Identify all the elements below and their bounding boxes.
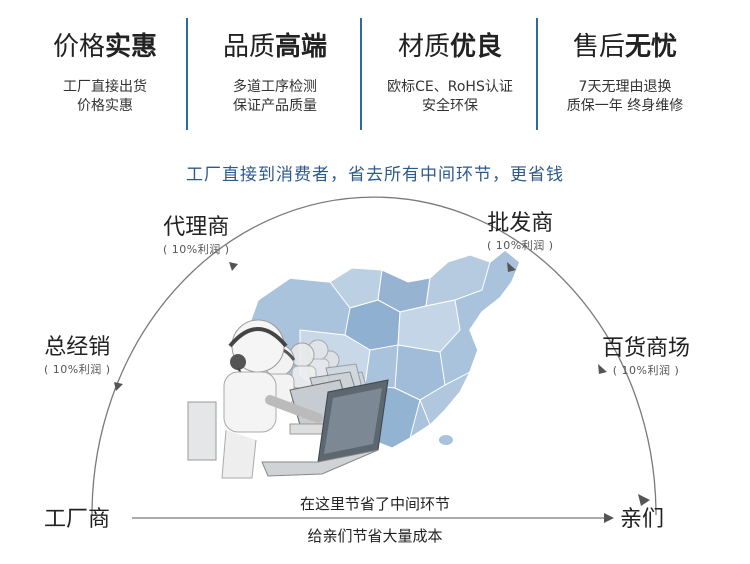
arrow-icon: [114, 382, 123, 391]
node-label: 总经销: [44, 335, 111, 360]
feature-price: 价格实惠 工厂直接出货 价格实惠: [15, 30, 195, 116]
feature-title: 材质优良: [360, 30, 540, 64]
node-factory: 工厂商: [44, 506, 110, 534]
arrow-icon: [598, 364, 607, 374]
divider: [186, 18, 188, 130]
feature-quality: 品质高端 多道工序检测 保证产品质量: [185, 30, 365, 116]
feature-desc-line: 工厂直接出货: [63, 79, 147, 95]
feature-title-prefix: 售后: [572, 32, 625, 62]
arrow-icon: [638, 494, 650, 506]
node-customers: 亲们: [620, 506, 664, 534]
feature-title-prefix: 价格: [52, 32, 105, 62]
feature-aftersales: 售后无忧 7天无理由退换 质保一年 终身维修: [535, 30, 715, 116]
feature-desc-line: 质保一年 终身维修: [566, 98, 684, 114]
arc-arrows: [114, 262, 650, 506]
feature-title-emphasis: 优良: [450, 32, 503, 62]
call-center-operators-graphic: [187, 319, 389, 479]
node-profit: ( 10%利润 ): [612, 364, 680, 377]
feature-desc-line: 保证产品质量: [233, 98, 317, 114]
feature-title-emphasis: 实惠: [105, 32, 158, 62]
feature-description: 多道工序检测 保证产品质量: [185, 78, 365, 116]
feature-title: 售后无忧: [535, 30, 715, 64]
node-label: 工厂商: [44, 507, 111, 532]
node-label: 亲们: [620, 507, 665, 532]
feature-desc-line: 价格实惠: [77, 98, 133, 114]
arrow-icon: [229, 262, 238, 271]
arrow-icon: [604, 513, 614, 523]
feature-title-emphasis: 高端: [275, 32, 328, 62]
feature-title-prefix: 品质: [222, 32, 275, 62]
chair-back: [187, 401, 217, 461]
feature-description: 工厂直接出货 价格实惠: [15, 78, 195, 116]
feature-title: 价格实惠: [15, 30, 195, 64]
arrow-icon: [507, 262, 516, 272]
node-label: 批发商: [487, 211, 554, 236]
node-wholesaler: 批发商 ( 10%利润 ): [487, 210, 554, 253]
node-profit: ( 10%利润 ): [163, 243, 230, 256]
feature-desc-line: 多道工序检测: [233, 79, 317, 95]
feature-title-prefix: 材质: [397, 32, 450, 62]
node-profit: ( 10%利润 ): [44, 363, 111, 376]
divider: [536, 18, 538, 130]
feature-title-emphasis: 无忧: [625, 32, 678, 62]
china-map-graphic: [249, 249, 521, 449]
node-agent: 代理商 ( 10%利润 ): [163, 214, 230, 257]
feature-description: 7天无理由退换 质保一年 终身维修: [535, 78, 715, 116]
node-distributor: 总经销 ( 10%利润 ): [44, 334, 111, 377]
bottom-caption-line2: 给亲们节省大量成本: [307, 527, 443, 545]
feature-title: 品质高端: [185, 30, 365, 64]
node-label: 代理商: [163, 215, 230, 240]
slogan: 工厂直接到消费者，省去所有中间环节，更省钱: [186, 165, 564, 185]
feature-desc-line: 欧标CE、RoHS认证: [387, 79, 513, 95]
feature-desc-line: 7天无理由退换: [578, 79, 672, 95]
node-profit: ( 10%利润 ): [487, 239, 554, 252]
feature-desc-line: 安全环保: [422, 98, 478, 114]
supply-arc: [91, 196, 657, 516]
feature-strip: 价格实惠 工厂直接出货 价格实惠 品质高端 多道工序检测 保证产品质量 材质优良…: [0, 0, 750, 140]
divider: [360, 18, 362, 130]
node-label: 百货商场: [602, 336, 691, 361]
node-department-store: 百货商场 ( 10%利润 ): [602, 335, 690, 378]
bottom-caption-line1: 在这里节省了中间环节: [299, 495, 450, 513]
feature-description: 欧标CE、RoHS认证 安全环保: [360, 78, 540, 116]
feature-material: 材质优良 欧标CE、RoHS认证 安全环保: [360, 30, 540, 116]
